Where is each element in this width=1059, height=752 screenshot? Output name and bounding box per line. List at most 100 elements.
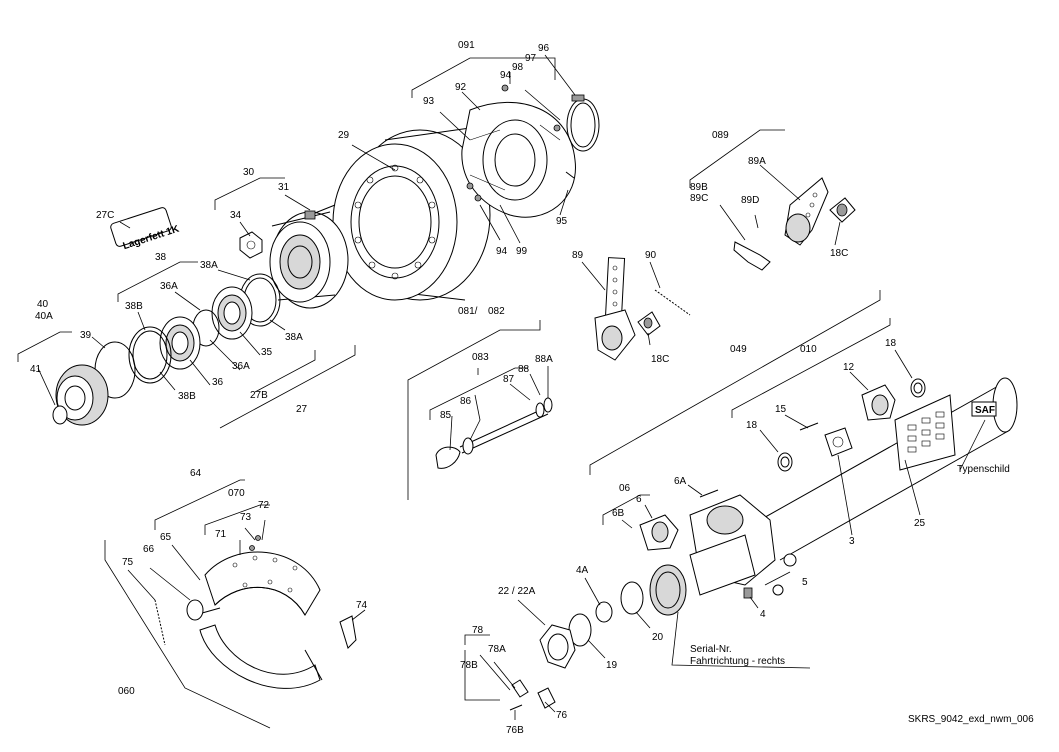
- plug-4: [743, 587, 753, 599]
- callout-71: 71: [215, 529, 227, 540]
- seal-38B: [128, 326, 172, 384]
- o-ring-20: [620, 581, 644, 615]
- brake-shoe-lower-060: [194, 607, 323, 689]
- callout-labels: 091 96 97 98 94 92 93 29 95 94 99 30 31 …: [30, 40, 926, 736]
- clamp-ring-96: [566, 94, 600, 152]
- callout-89A: 89A: [748, 156, 766, 167]
- lever-89B: [733, 241, 771, 271]
- callout-90: 90: [645, 250, 657, 261]
- callout-88: 88: [518, 364, 530, 375]
- callout-25: 25: [914, 518, 926, 529]
- callout-091: 091: [458, 40, 475, 51]
- callout-19: 19: [606, 660, 618, 671]
- callout-73: 73: [240, 512, 252, 523]
- clip-74: [339, 615, 357, 649]
- callout-65: 65: [160, 532, 172, 543]
- cam-washers-86-88: [462, 397, 553, 455]
- small-bolts-94-98: [466, 84, 575, 202]
- dust-shield-92: [461, 101, 576, 218]
- bushing-18-top: [910, 378, 926, 398]
- callout-6B: 6B: [612, 508, 625, 519]
- callout-082: 082: [488, 306, 505, 317]
- callout-38A-top: 38A: [200, 260, 218, 271]
- callout-89: 89: [572, 250, 584, 261]
- spring-75: [154, 599, 166, 646]
- thrust-ring-4A: [595, 601, 613, 623]
- callout-12: 12: [843, 362, 855, 373]
- brake-shoe-71: [204, 551, 321, 616]
- axle-stub: [649, 534, 756, 616]
- callout-64: 64: [190, 468, 202, 479]
- callout-41: 41: [30, 364, 42, 375]
- serial-number-note: Serial-Nr.: [690, 644, 732, 655]
- callout-85: 85: [440, 410, 452, 421]
- callout-30: 30: [243, 167, 255, 178]
- axle-beam: [759, 377, 1018, 561]
- roller-66: [186, 599, 204, 621]
- callout-27: 27: [296, 404, 308, 415]
- callout-18C-mid: 18C: [651, 354, 669, 365]
- callout-92: 92: [455, 82, 467, 93]
- caps-5: [772, 553, 797, 596]
- callout-4: 4: [760, 609, 766, 620]
- bearing-35: [211, 286, 253, 340]
- callout-99: 99: [516, 246, 528, 257]
- slack-adjuster-89: [594, 257, 636, 361]
- callout-089: 089: [712, 130, 729, 141]
- callout-94-bottom: 94: [496, 246, 508, 257]
- callout-93: 93: [423, 96, 435, 107]
- callout-38A-bottom: 38A: [285, 332, 303, 343]
- callout-89D: 89D: [741, 195, 759, 206]
- callout-87: 87: [503, 374, 515, 385]
- callout-38B-bottom: 38B: [178, 391, 196, 402]
- callout-86: 86: [460, 396, 472, 407]
- callout-38B-top: 38B: [125, 301, 143, 312]
- callout-40: 40: [37, 299, 49, 310]
- callout-22-22A: 22 / 22A: [498, 586, 536, 597]
- callout-010: 010: [800, 344, 817, 355]
- callout-72: 72: [258, 500, 270, 511]
- callout-18-mid: 18: [746, 420, 758, 431]
- callout-66: 66: [143, 544, 155, 555]
- callout-78: 78: [472, 625, 484, 636]
- nut-34: [239, 231, 263, 259]
- type-plate-25: [894, 394, 956, 471]
- callout-88A: 88A: [535, 354, 553, 365]
- spring-90: [654, 289, 691, 316]
- grease-tube-27C: Lagerfett 1K: [110, 207, 181, 252]
- screw-6A: [699, 489, 719, 498]
- camshaft-bracket-06: [639, 514, 679, 551]
- callout-34: 34: [230, 210, 242, 221]
- callout-20: 20: [652, 632, 664, 643]
- bracket-12: [861, 384, 896, 421]
- callout-3: 3: [849, 536, 855, 547]
- callout-76: 76: [556, 710, 568, 721]
- screw-41: [52, 405, 68, 425]
- callout-35: 35: [261, 347, 273, 358]
- rivets-72-73: [249, 535, 261, 551]
- bracket-18C-mid: [637, 311, 661, 336]
- callout-74: 74: [356, 600, 368, 611]
- callout-98: 98: [512, 62, 524, 73]
- callout-060: 060: [118, 686, 135, 697]
- callout-049: 049: [730, 344, 747, 355]
- callout-27B: 27B: [250, 390, 268, 401]
- axle-nut-22: [539, 624, 576, 669]
- callout-18C-top: 18C: [830, 248, 848, 259]
- callout-081: 081/: [458, 306, 478, 317]
- callout-31: 31: [278, 182, 290, 193]
- callout-89C: 89C: [690, 193, 708, 204]
- typenschild-note: Typenschild: [957, 464, 1010, 475]
- callout-15: 15: [775, 404, 787, 415]
- hub-cap-40: [55, 364, 109, 426]
- callout-070: 070: [228, 488, 245, 499]
- bearing-36: [159, 316, 201, 370]
- callout-78A: 78A: [488, 644, 506, 655]
- callout-96: 96: [538, 43, 550, 54]
- callout-95: 95: [556, 216, 568, 227]
- callout-4A: 4A: [576, 565, 589, 576]
- callout-78B: 78B: [460, 660, 478, 671]
- lock-78: [509, 679, 556, 711]
- callout-27C: 27C: [96, 210, 114, 221]
- callout-89B: 89B: [690, 182, 708, 193]
